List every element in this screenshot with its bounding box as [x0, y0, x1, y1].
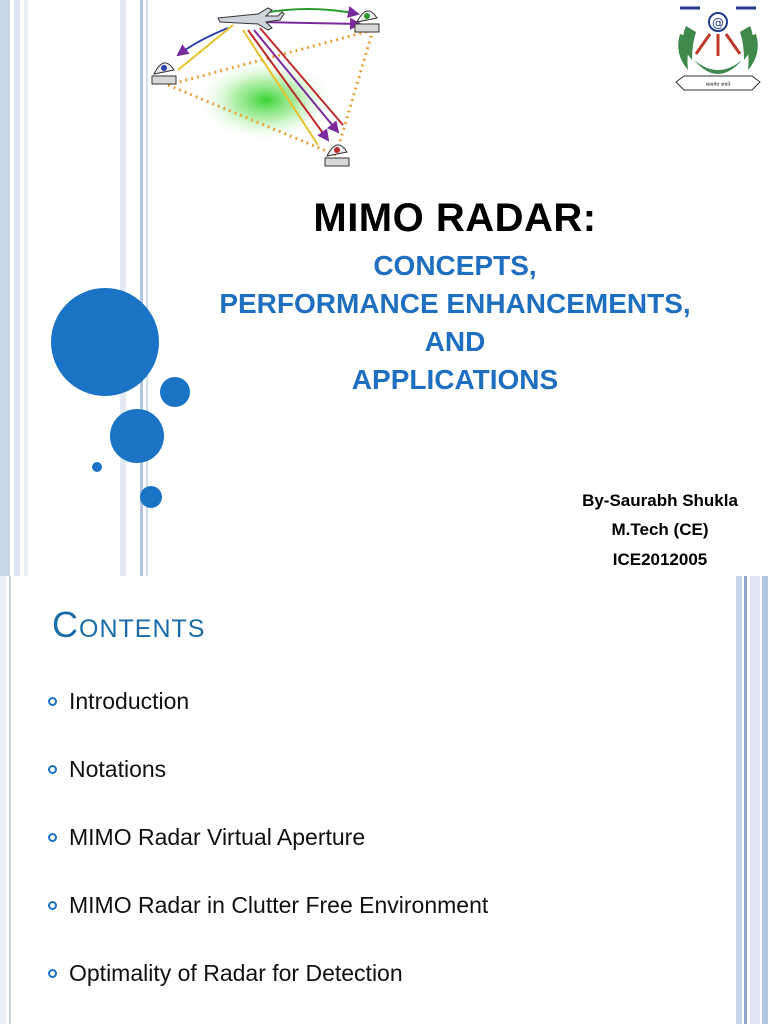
decorative-circle-tiny — [92, 462, 102, 472]
subtitle-line-4: APPLICATIONS — [351, 364, 559, 395]
decorative-circle-small-1 — [160, 377, 190, 407]
list-item-text: Optimality of Radar for Detection — [69, 960, 403, 986]
radar-network-illustration — [151, 6, 380, 167]
institute-emblem-icon: @ सत्यमेव जयते — [675, 6, 761, 91]
list-item-text: Introduction — [69, 688, 190, 714]
subtitle-line-3: AND — [424, 326, 486, 357]
contents-slide: Contents Introduction Notations MIMO Rad… — [0, 576, 768, 1024]
list-item-text: MIMO Radar in Clutter Free Environment — [69, 892, 489, 918]
decorative-stripe — [0, 576, 6, 1024]
decorative-stripe — [744, 576, 747, 1024]
title-slide: @ सत्यमेव जयते MIMO RADAR: CONCEPTS, PER… — [0, 0, 761, 576]
author-id: ICE2012005 — [612, 550, 708, 569]
emblem-caption: सत्यमेव जयते — [706, 81, 731, 88]
subtitle-line-1: CONCEPTS, — [373, 250, 537, 281]
author-degree: M.Tech (CE) — [611, 520, 709, 539]
subtitle-line-2: PERFORMANCE ENHANCEMENTS, — [219, 288, 691, 319]
list-item-text: MIMO Radar Virtual Aperture — [69, 824, 366, 850]
decorative-stripe — [762, 576, 768, 1024]
bullet-icon — [48, 969, 57, 978]
slide-title: MIMO RADAR: — [313, 196, 597, 240]
decorative-circle-large — [51, 288, 159, 396]
decorative-circle-small-2 — [140, 486, 162, 508]
radar-station-icon — [151, 62, 177, 85]
bullet-icon — [48, 697, 57, 706]
decorative-stripe — [9, 576, 11, 1024]
radar-station-icon — [354, 10, 380, 33]
bullet-icon — [48, 901, 57, 910]
contents-heading: Contents — [52, 604, 206, 645]
target-region-glow — [196, 58, 336, 142]
radar-station-icon — [324, 144, 350, 167]
list-item-text: Notations — [69, 756, 167, 782]
decorative-stripe — [736, 576, 742, 1024]
decorative-stripe — [750, 576, 760, 1024]
bullet-icon — [48, 765, 57, 774]
svg-text:@: @ — [712, 16, 724, 30]
author-name: By-Saurabh Shukla — [582, 491, 738, 510]
decorative-circle-medium — [110, 409, 164, 463]
decorative-stripes — [0, 0, 150, 576]
bullet-icon — [48, 833, 57, 842]
aircraft-icon — [217, 7, 285, 31]
